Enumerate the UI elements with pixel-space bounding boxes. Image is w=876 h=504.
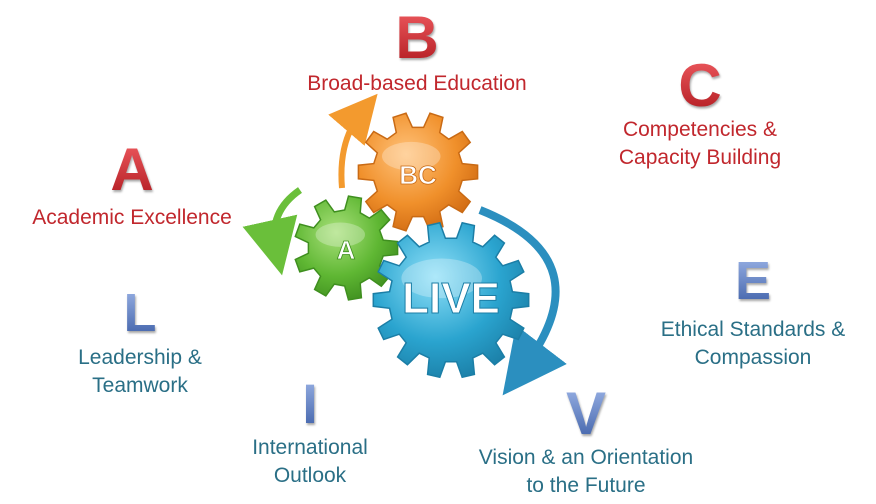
- arrow-green: [242, 187, 303, 276]
- pillar-v-line1: Vision & an Orientation: [478, 446, 694, 469]
- pillar-v-line2: to the Future: [526, 474, 646, 497]
- pillar-e-line2: Compassion: [694, 346, 812, 369]
- gear-bc: [357, 112, 479, 232]
- gear-orange-body: [357, 112, 479, 232]
- pillar-l-letter: L: [50, 286, 230, 340]
- pillar-i-line2: Outlook: [273, 464, 347, 487]
- pillar-v-letter: V: [438, 384, 734, 444]
- gear-a: [294, 195, 399, 301]
- pillar-a-letter: A: [4, 140, 260, 200]
- gear-a-label: A: [337, 235, 356, 265]
- gear-live: [372, 221, 530, 379]
- pillar-c: C Competencies & Capacity Building: [592, 56, 808, 172]
- pillar-i-letter: I: [222, 376, 398, 432]
- pillar-e-letter: E: [630, 254, 876, 308]
- gear-orange-highlight: [382, 141, 441, 171]
- pillar-b-letter: B: [262, 8, 572, 68]
- pillar-c-letter: C: [592, 56, 808, 116]
- pillar-a-text: Academic Excellence: [32, 206, 232, 229]
- gear-bc-label: BC: [399, 160, 437, 190]
- pillar-c-line2: Capacity Building: [618, 146, 782, 169]
- pillar-c-line1: Competencies &: [622, 118, 778, 141]
- gearreen-g-body: [294, 195, 399, 301]
- arrow-orange: [328, 93, 378, 189]
- pillar-i-line1: International: [252, 436, 368, 459]
- gear-live-label: LIVE: [402, 274, 500, 323]
- pillar-v: V Vision & an Orientation to the Future: [438, 384, 734, 500]
- gear-blue-body: [372, 221, 530, 379]
- arrow-blue: [478, 206, 567, 396]
- pillar-l-line2: Teamwork: [92, 374, 188, 397]
- pillar-b: B Broad-based Education: [262, 8, 572, 98]
- pillar-l: L Leadership & Teamwork: [50, 286, 230, 400]
- pillar-i: I International Outlook: [222, 376, 398, 490]
- pillar-e: E Ethical Standards & Compassion: [630, 254, 876, 372]
- gear-blue-highlight: [401, 258, 483, 299]
- pillar-b-text: Broad-based Education: [307, 72, 527, 95]
- pillar-l-line1: Leadership &: [78, 346, 202, 369]
- pillar-e-line1: Ethical Standards &: [660, 318, 846, 341]
- gearreen-g-highlight: [315, 222, 365, 247]
- pillar-a: A Academic Excellence: [4, 140, 260, 232]
